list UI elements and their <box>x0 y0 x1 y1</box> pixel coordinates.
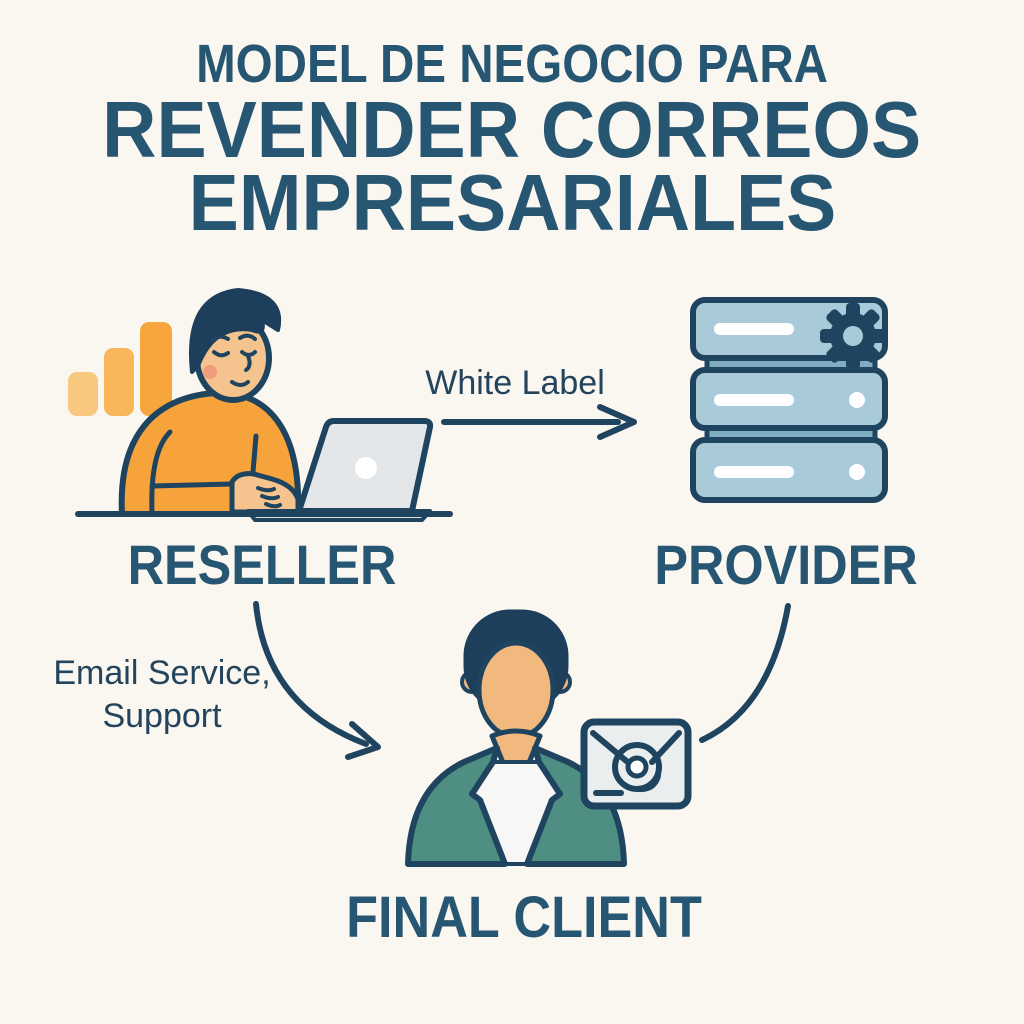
title-line-1: MODEL DE NEGOCIO PARA <box>196 34 828 94</box>
blush <box>203 365 217 379</box>
email-service-line-1: Email Service, <box>53 654 271 692</box>
provider-client-curve <box>699 603 791 743</box>
white-label-text: White Label <box>425 364 605 402</box>
final-client-label: FINAL CLIENT <box>346 885 702 950</box>
title-line-3: EMPRESARIALES <box>188 158 836 248</box>
final-client-person-icon <box>405 609 627 867</box>
email-envelope-icon <box>580 718 692 810</box>
title-line-2: REVENDER CORREOS <box>102 84 922 174</box>
email-service-text: Email Service, Support <box>53 652 270 737</box>
white-label-arrow <box>441 404 637 440</box>
email-service-line-2: Support <box>102 696 222 735</box>
gear-icon <box>820 303 886 369</box>
provider-label: PROVIDER <box>654 533 918 596</box>
reseller-person-icon <box>118 288 302 517</box>
email-service-arrow <box>253 601 381 760</box>
growth-bars-icon <box>68 322 172 416</box>
page-title: MODEL DE NEGOCIO PARA REVENDER CORREOS E… <box>0 34 1024 248</box>
reseller-label: RESELLER <box>127 533 397 596</box>
server-icon <box>690 297 888 503</box>
